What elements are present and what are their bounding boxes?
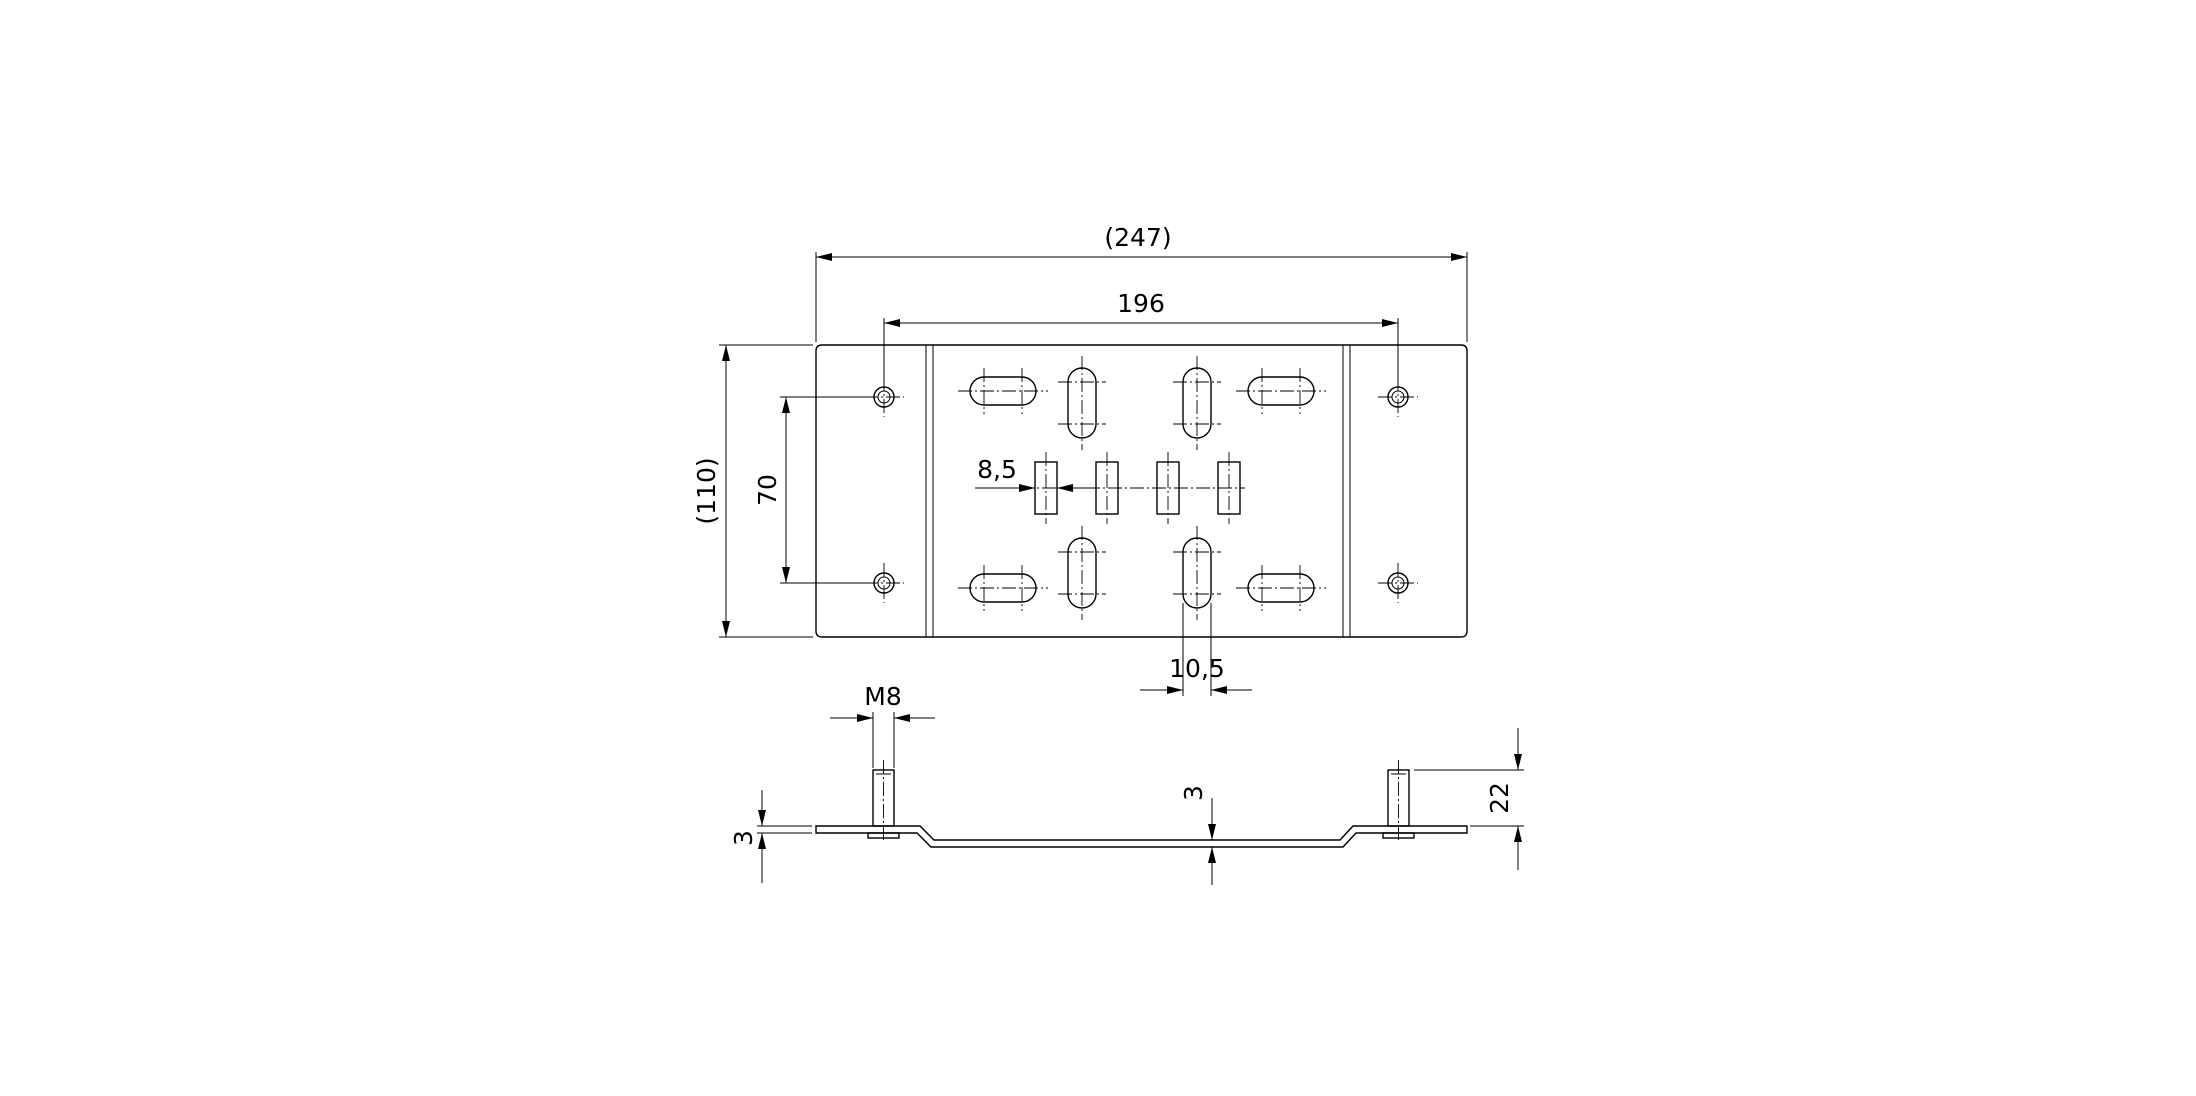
v-slot-top-left <box>1058 356 1106 450</box>
h-slot-bottom-left <box>958 565 1048 611</box>
label-thread: M8 <box>864 682 901 711</box>
label-plate-thickness-mid: 3 <box>1179 785 1208 801</box>
plate-outline <box>815 344 1468 638</box>
dim-overall-length: (247) <box>815 223 1468 342</box>
dim-plate-thickness-left: 3 <box>729 790 812 883</box>
v-slot-bottom-right <box>1173 526 1221 620</box>
side-view: M8 3 3 22 <box>729 682 1524 885</box>
dim-long-slot-width: 10,5 <box>1140 603 1252 696</box>
label-hole-spacing-height: 70 <box>753 474 782 506</box>
label-rect-slot-width: 8,5 <box>977 455 1017 484</box>
label-plate-thickness-left: 3 <box>729 830 758 846</box>
label-long-slot-width: 10,5 <box>1169 654 1225 683</box>
dim-stud-height: 22 <box>1414 728 1524 870</box>
h-slot-top-right <box>1236 368 1326 414</box>
dim-thread: M8 <box>830 682 935 768</box>
h-slot-top-left <box>958 368 1048 414</box>
dim-hole-spacing-height: 70 <box>753 396 872 584</box>
dim-rect-slot-width: 8,5 <box>975 455 1092 492</box>
label-overall-height: (110) <box>692 457 721 524</box>
stud-left <box>867 760 900 842</box>
top-view: (247) 196 (110) 70 <box>692 223 1468 696</box>
h-slot-bottom-right <box>1236 565 1326 611</box>
v-slot-top-right <box>1173 356 1221 450</box>
v-slot-bottom-left <box>1058 526 1106 620</box>
rect-slot-row <box>1020 452 1245 524</box>
dim-overall-height: (110) <box>692 344 813 638</box>
stud-right <box>1382 760 1415 842</box>
label-stud-height: 22 <box>1485 782 1514 814</box>
stud-hole-bottom-right <box>1378 563 1418 603</box>
dim-plate-thickness-mid: 3 <box>1179 785 1216 885</box>
label-overall-length: (247) <box>1104 223 1171 252</box>
plate-profile <box>815 825 1468 848</box>
label-hole-spacing-length: 196 <box>1117 289 1165 318</box>
dim-hole-spacing-length: 196 <box>883 289 1399 385</box>
